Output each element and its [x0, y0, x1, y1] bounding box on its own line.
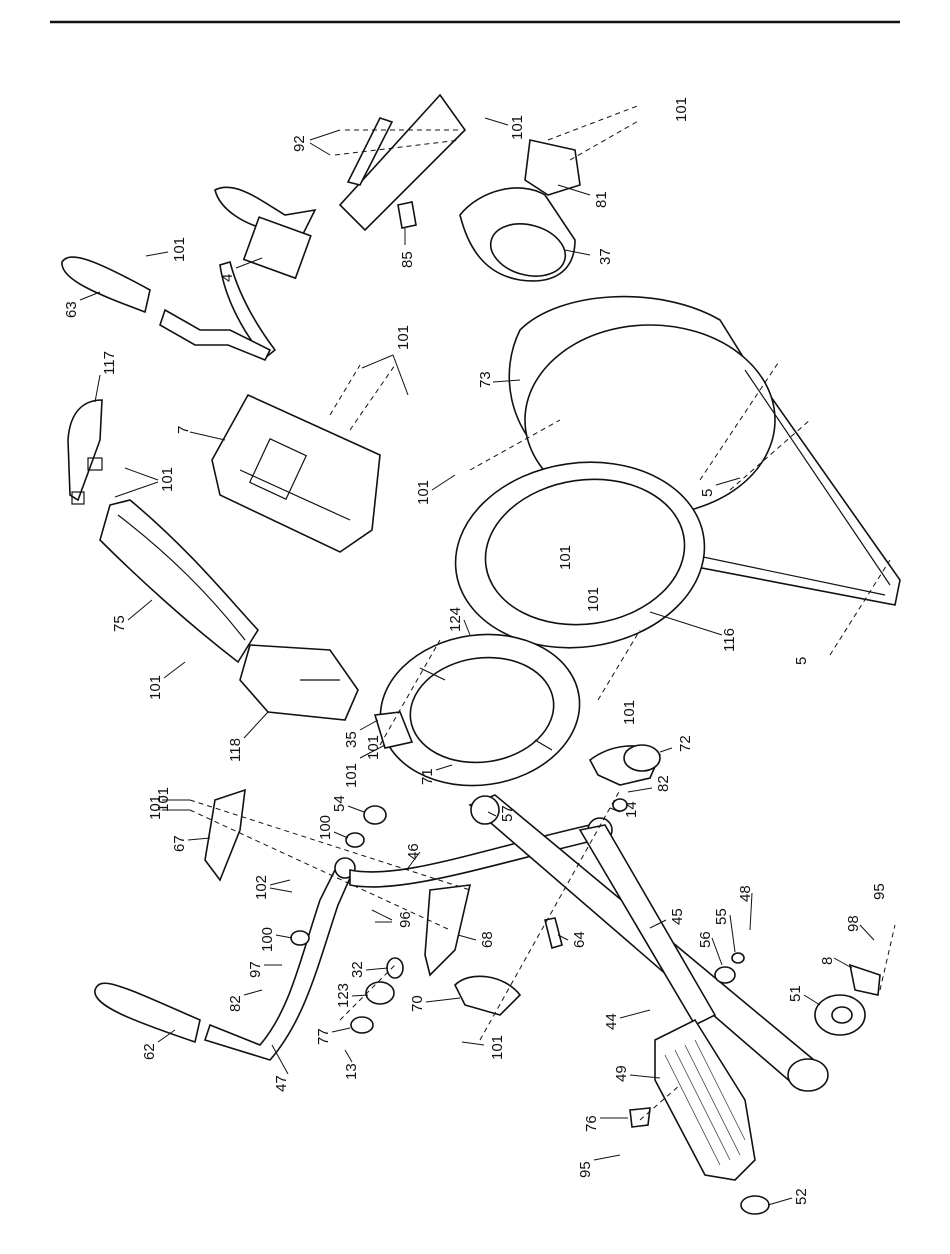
- callout-64: 64: [571, 931, 588, 948]
- callout-55: 55: [713, 908, 730, 925]
- callout-101: 101: [171, 237, 188, 262]
- callout-101: 101: [343, 763, 360, 788]
- ring-71: [371, 622, 590, 798]
- console-7: [212, 395, 380, 552]
- callout-54: 54: [331, 795, 348, 812]
- callout-46: 46: [405, 843, 422, 860]
- callout-117: 117: [101, 351, 118, 375]
- callout-72: 72: [677, 735, 694, 752]
- callout-68: 68: [479, 931, 496, 948]
- callout-98: 98: [845, 915, 862, 932]
- pedal-49: [655, 1020, 755, 1180]
- callout-116: 116: [721, 628, 738, 652]
- callout-44: 44: [603, 1013, 620, 1030]
- callout-85: 85: [399, 251, 416, 268]
- callout-123: 123: [335, 983, 352, 1008]
- callout-77: 77: [315, 1028, 332, 1045]
- callout-96: 96: [397, 911, 414, 928]
- callout-4: 4: [219, 274, 236, 282]
- housing-37: [460, 140, 580, 284]
- callout-47: 47: [273, 1075, 290, 1092]
- callout-92: 92: [291, 135, 308, 152]
- callout-101: 101: [415, 480, 432, 505]
- callout-70: 70: [409, 995, 426, 1012]
- shroud-117: [68, 400, 102, 504]
- callout-5: 5: [699, 489, 716, 497]
- callout-57: 57: [499, 805, 516, 822]
- callout-101: 101: [673, 97, 690, 122]
- callout-82: 82: [655, 775, 672, 792]
- callout-32: 32: [349, 961, 366, 978]
- callout-75: 75: [111, 615, 128, 632]
- callout-71: 71: [419, 768, 436, 785]
- callout-101: 101: [557, 545, 574, 570]
- callout-49: 49: [613, 1065, 630, 1082]
- callout-8: 8: [819, 957, 836, 965]
- callout-101: 101: [159, 467, 176, 492]
- pulley-51: [815, 965, 880, 1035]
- callout-14: 14: [623, 801, 640, 818]
- callout-82: 82: [227, 995, 244, 1012]
- callout-101: 101: [489, 1035, 506, 1060]
- callout-5: 5: [793, 657, 810, 665]
- cover-75: [100, 500, 258, 662]
- callout-45: 45: [669, 908, 686, 925]
- callout-56: 56: [697, 931, 714, 948]
- callout-100: 100: [259, 927, 276, 952]
- callout-101: 101: [395, 325, 412, 350]
- callout-52: 52: [793, 1188, 810, 1205]
- callout-63: 63: [63, 301, 80, 318]
- callout-101: 101: [365, 735, 382, 760]
- callout-37: 37: [597, 248, 614, 265]
- callout-95: 95: [871, 883, 888, 900]
- callout-100: 100: [317, 815, 334, 840]
- callout-95: 95: [577, 1161, 594, 1178]
- callout-101: 101: [621, 700, 638, 725]
- callout-81: 81: [593, 191, 610, 208]
- callout-124: 124: [447, 607, 464, 632]
- upright-4: [215, 95, 465, 358]
- callout-35: 35: [343, 731, 360, 748]
- callout-76: 76: [583, 1115, 600, 1132]
- callout-67: 67: [171, 835, 188, 852]
- rail-45: [470, 795, 828, 1091]
- callout-97: 97: [247, 961, 264, 978]
- plate-72: [590, 745, 660, 785]
- callout-62: 62: [141, 1043, 158, 1060]
- callout-101: 101: [155, 787, 172, 812]
- callout-118: 118: [227, 738, 244, 762]
- callout-7: 7: [175, 426, 192, 434]
- cover-118: [240, 645, 358, 720]
- callout-101: 101: [585, 587, 602, 612]
- callout-73: 73: [477, 371, 494, 388]
- callout-13: 13: [343, 1063, 360, 1080]
- callout-102: 102: [253, 875, 270, 900]
- callout-51: 51: [787, 985, 804, 1002]
- callout-101: 101: [509, 115, 526, 140]
- callout-101: 101: [147, 675, 164, 700]
